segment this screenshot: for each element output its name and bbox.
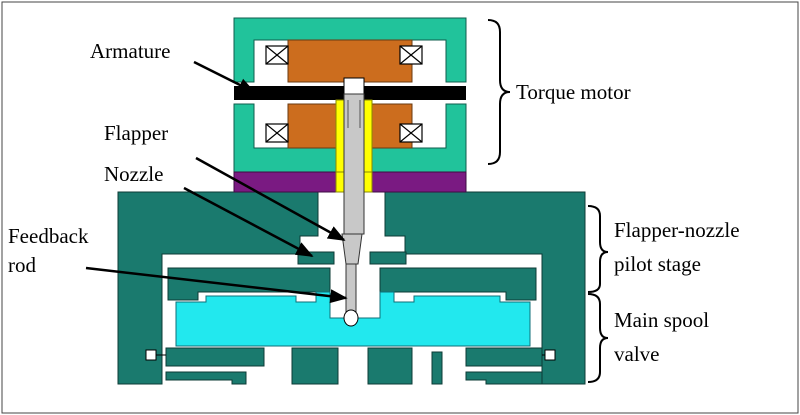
bolt-head: [343, 77, 365, 95]
coil-upper-right-icon: [399, 45, 423, 65]
port-tab: [431, 351, 443, 385]
feedback-ball: [343, 309, 359, 327]
main-spool-label-line1: Main spool: [614, 308, 709, 332]
port-block-2: [367, 347, 413, 385]
valve-housing: [117, 191, 586, 385]
flapper-leader: [195, 156, 346, 242]
pilot-stage-label-line1: Flapper-nozzle: [614, 218, 740, 242]
port-block-1: [291, 347, 339, 385]
upper-pole-piece: [287, 39, 413, 83]
main-spool-brace: [587, 293, 609, 383]
right-end-block: [465, 347, 543, 367]
right-end-cap: [544, 349, 556, 361]
feedback-rod-label-line2: rod: [8, 253, 36, 277]
flapper-assembly: [341, 93, 365, 327]
left-bottom-hook: [165, 371, 247, 385]
housing-right-shell: [384, 191, 586, 385]
left-pilot-block: [167, 267, 331, 301]
right-bottom-hook: [465, 371, 543, 385]
coil-lower-right-icon: [399, 123, 423, 143]
coil-lower-left-icon: [265, 123, 289, 143]
left-nozzle-boss: [297, 251, 335, 265]
right-pilot-block: [379, 267, 537, 301]
nozzle-label: Nozzle: [104, 162, 163, 186]
torque-motor-label: Torque motor: [516, 80, 631, 104]
left-end-block: [165, 347, 265, 367]
torque-motor-brace: [487, 19, 511, 165]
main-spool-label-line2: valve: [614, 342, 659, 366]
nozzle-leader: [183, 186, 314, 258]
feedback-rod-leader: [85, 266, 348, 304]
flapper-label: Flapper: [104, 121, 168, 145]
flapper-upper: [343, 93, 365, 235]
feedback-rod-label-line1: Feedback: [8, 224, 89, 248]
armature-label: Armature: [90, 39, 170, 63]
flapper-tip: [341, 233, 363, 265]
coil-upper-left-icon: [265, 45, 289, 65]
pilot-stage-label-line2: pilot stage: [614, 252, 701, 276]
left-end-cap: [145, 349, 157, 361]
right-nozzle-boss: [369, 251, 407, 265]
pilot-stage-brace: [587, 205, 609, 293]
armature-leader: [193, 60, 256, 94]
